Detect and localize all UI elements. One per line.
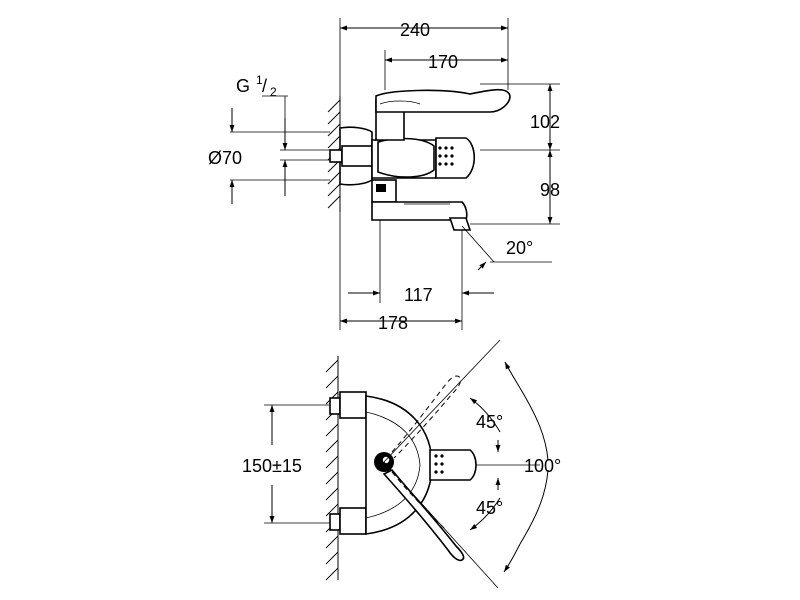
mixer-top: [329, 375, 477, 562]
dim-height-bottom: 98: [540, 150, 560, 224]
label-lever-reach: 170: [428, 52, 458, 72]
label-spout-angle: 20°: [506, 238, 533, 258]
label-body-depth: 178: [378, 313, 408, 333]
dim-diameter: Ø70: [208, 108, 288, 204]
dim-lever-reach: 170: [385, 52, 508, 72]
wall-top: [325, 356, 339, 581]
svg-text:/: /: [262, 76, 267, 96]
swing-arcs: [383, 339, 549, 589]
dim-spout-angle: 20°: [461, 225, 552, 271]
label-thread-den: 2: [270, 85, 277, 99]
label-spout-reach: 117: [404, 285, 433, 305]
label-thread-num: 1: [256, 73, 263, 87]
top-view: 150±15 45° 45° 100°: [242, 339, 561, 589]
grip-dots: [438, 146, 454, 166]
label-height-top: 102: [530, 112, 560, 132]
label-swing-down: 45°: [476, 498, 503, 518]
dim-centres: 150±15: [242, 405, 302, 523]
label-overall-width: 240: [400, 20, 430, 40]
label-swing-up: 45°: [476, 412, 503, 432]
label-swing-total: 100°: [524, 456, 561, 476]
dim-body-depth: 178: [340, 313, 462, 333]
thread-label: G 1 / 2: [236, 73, 288, 99]
grip-dots-top: [434, 454, 444, 474]
dim-spout-reach: 117: [348, 285, 494, 305]
dim-height-top: 102: [530, 84, 560, 150]
label-thread-main: G: [236, 76, 250, 96]
label-centres: 150±15: [242, 456, 302, 476]
top-extension-lines: [264, 404, 540, 524]
mixer-side: [329, 88, 511, 231]
dim-overall-width: 240: [340, 20, 508, 40]
side-view: 240 170 G 1 / 2 Ø70 102: [208, 18, 560, 333]
label-height-bottom: 98: [540, 180, 560, 200]
label-diameter: Ø70: [208, 148, 242, 168]
